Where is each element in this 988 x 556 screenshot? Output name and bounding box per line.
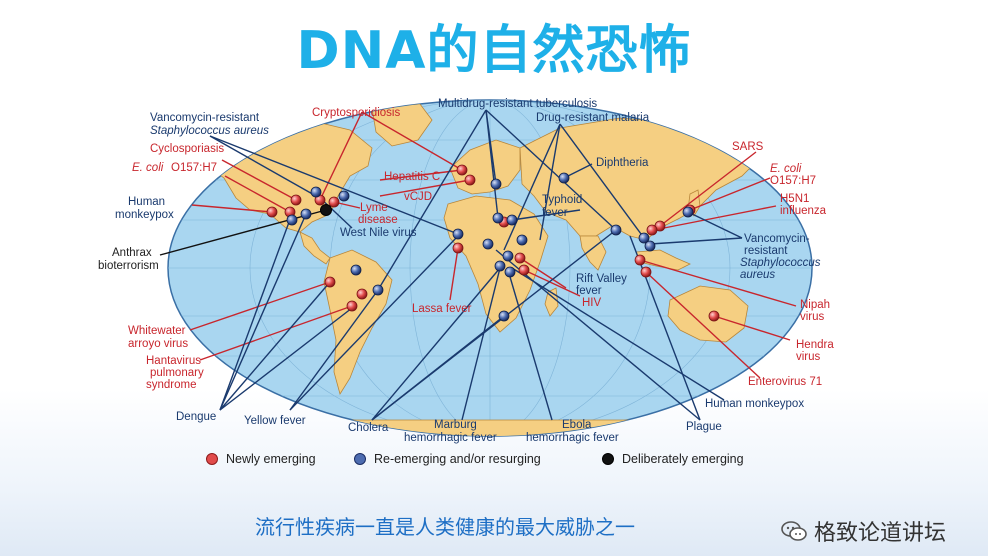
- label-hantavirus: Hantavirus: [146, 355, 201, 367]
- label-cryptosporidiosis: Cryptosporidiosis: [312, 107, 400, 119]
- label-enterovirus: Enterovirus 71: [748, 376, 822, 388]
- label-mdr-tb: Multidrug-resistant tuberculosis: [438, 98, 597, 110]
- label-vcjd: vCJD: [404, 191, 432, 203]
- label-hepatitis-c: Hepatitis C: [384, 171, 440, 183]
- deliberate-dot: [320, 204, 332, 216]
- legend-deliberate-label: Deliberately emerging: [622, 452, 744, 466]
- newly-emerging-dots: [266, 164, 720, 322]
- label-hantavirus-2: pulmonary: [150, 367, 204, 379]
- label-diphtheria: Diphtheria: [596, 157, 649, 169]
- label-sars: SARS: [732, 141, 764, 153]
- anthrax-connector: [159, 209, 327, 256]
- reemerging-dots: [286, 172, 694, 322]
- label-h5n1: H5N1: [780, 193, 809, 205]
- label-hendra-2: virus: [796, 351, 821, 363]
- label-cholera: Cholera: [348, 422, 389, 434]
- label-ecoli-left: E. coli: [132, 162, 164, 174]
- label-lyme: Lyme: [360, 202, 388, 214]
- label-dr-malaria: Drug-resistant malaria: [536, 112, 650, 124]
- newly-emerging-swatch: [206, 453, 218, 465]
- label-yellow-fever: Yellow fever: [244, 415, 306, 427]
- label-rift-valley: Rift Valley: [576, 273, 627, 285]
- reemerging-swatch: [354, 453, 366, 465]
- label-ebola: Ebola: [562, 419, 592, 431]
- label-vanco-right: Vancomycin-: [744, 233, 810, 245]
- label-marburg: Marburg: [434, 419, 477, 431]
- label-ecoli-left-2: O157:H7: [171, 162, 217, 174]
- label-ebola-2: hemorrhagic fever: [526, 432, 619, 444]
- label-hendra: Hendra: [796, 339, 834, 351]
- legend-reemerging-label: Re-emerging and/or resurging: [374, 452, 541, 466]
- label-hantavirus-3: syndrome: [146, 379, 197, 391]
- label-h5n1-2: influenza: [780, 205, 827, 217]
- legend-newly: Newly emerging: [206, 452, 316, 466]
- brand-watermark: 格致论道讲坛: [780, 515, 946, 547]
- label-human-monkeypox-right: Human monkeypox: [705, 398, 804, 410]
- label-anthrax: Anthrax: [112, 247, 152, 259]
- label-human-monkeypox-left-2: monkeypox: [115, 209, 174, 221]
- label-vanco-left-2: Staphylococcus aureus: [150, 125, 269, 137]
- label-marburg-2: hemorrhagic fever: [404, 432, 497, 444]
- label-west-nile: West Nile virus: [340, 227, 417, 239]
- legend-newly-label: Newly emerging: [226, 452, 316, 466]
- subtitle-caption: 流行性疾病一直是人类健康的最大威胁之一: [255, 515, 635, 539]
- label-hiv: HIV: [582, 297, 602, 309]
- label-typhoid-2: fever: [542, 207, 568, 219]
- label-anthrax-2: bioterrorism: [98, 260, 159, 272]
- page-title: DNA的自然恐怖: [296, 21, 692, 81]
- label-vanco-right-3: Staphylococcus: [740, 257, 821, 269]
- label-human-monkeypox-left: Human: [128, 196, 165, 208]
- label-dengue: Dengue: [176, 411, 216, 423]
- label-whitewater: Whitewater: [128, 325, 186, 337]
- blue-connectors: [209, 109, 743, 421]
- map-legend: Newly emerging Re-emerging and/or resurg…: [200, 452, 800, 472]
- brand-name: 格致论道讲坛: [814, 521, 947, 546]
- deliberate-swatch: [602, 453, 614, 465]
- label-plague: Plague: [686, 421, 722, 433]
- legend-deliberate: Deliberately emerging: [602, 452, 744, 466]
- wechat-icon: [781, 521, 807, 541]
- label-rift-valley-2: fever: [576, 285, 602, 297]
- label-nipah-2: virus: [800, 311, 825, 323]
- label-typhoid: Typhoid: [542, 194, 582, 206]
- legend-reemerging: Re-emerging and/or resurging: [354, 452, 541, 466]
- label-vanco-right-2: resistant: [744, 245, 788, 257]
- label-vanco-right-4: aureus: [740, 269, 775, 281]
- label-vanco-left: Vancomycin-resistant: [150, 112, 260, 124]
- label-nipah: Nipah: [800, 299, 830, 311]
- label-lassa: Lassa fever: [412, 303, 472, 315]
- label-lyme-2: disease: [358, 214, 398, 226]
- label-cyclosporiasis: Cyclosporiasis: [150, 143, 224, 155]
- label-whitewater-2: arroyo virus: [128, 338, 188, 350]
- label-ecoli-right-2: O157:H7: [770, 175, 816, 187]
- label-ecoli-right: E. coli: [770, 163, 802, 175]
